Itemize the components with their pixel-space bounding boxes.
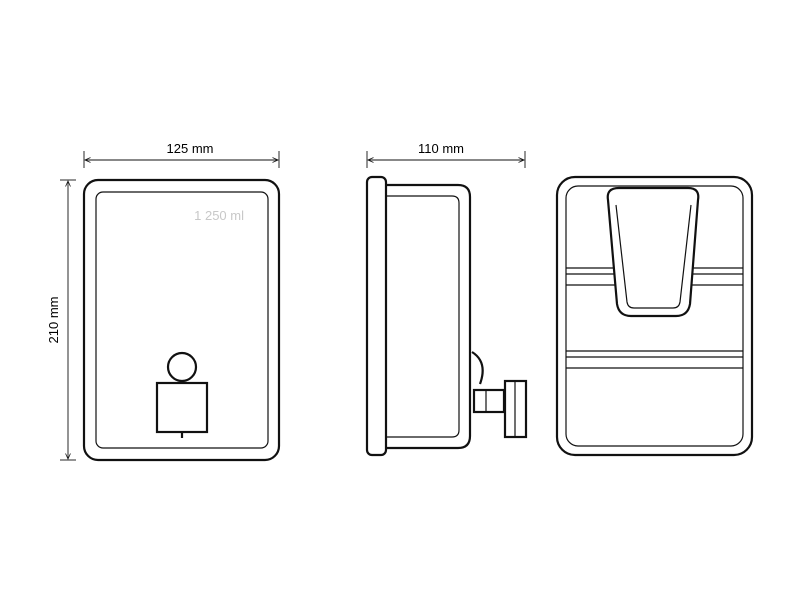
back-mounting-bracket bbox=[606, 186, 700, 318]
front-outer-housing bbox=[82, 178, 281, 462]
height-dimension: 210 mm bbox=[46, 179, 76, 461]
back-outer-housing bbox=[555, 175, 754, 457]
back-view bbox=[555, 175, 754, 457]
side-wall-plate bbox=[365, 175, 388, 457]
width-label: 125 mm bbox=[167, 141, 214, 156]
depth-label: 110 mm bbox=[418, 141, 464, 156]
side-pump-body bbox=[472, 388, 506, 414]
front-inner-panel bbox=[95, 191, 269, 449]
capacity-label: 1 250 ml bbox=[194, 208, 244, 223]
back-inner-panel bbox=[565, 185, 744, 447]
depth-dimension: 110 mm bbox=[366, 141, 526, 168]
push-button-top bbox=[166, 351, 198, 383]
back-bracket-inner bbox=[615, 204, 692, 309]
height-label: 210 mm bbox=[46, 297, 61, 344]
side-button-arc bbox=[471, 351, 484, 385]
push-button-body bbox=[155, 381, 209, 434]
width-dimension: 125 mm bbox=[83, 141, 280, 168]
side-container-outline bbox=[386, 183, 472, 450]
side-container-inner bbox=[386, 195, 460, 438]
front-view: 1 250 ml bbox=[82, 178, 281, 462]
side-view bbox=[365, 175, 528, 457]
